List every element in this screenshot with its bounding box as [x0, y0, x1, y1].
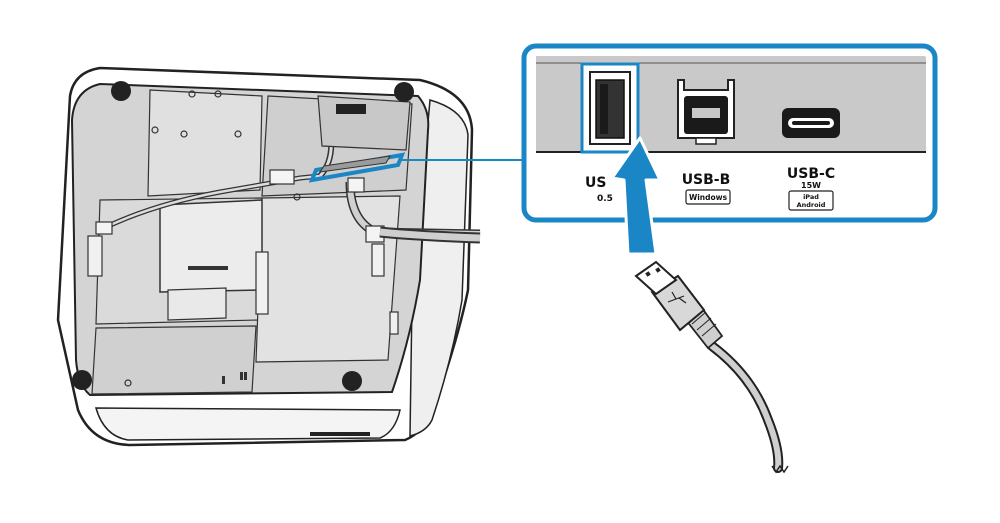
usb-c-badge	[788, 190, 834, 211]
usb-c-badge-line1: iPad	[803, 193, 819, 201]
insert-arrow-icon	[610, 136, 662, 256]
usb-a-label: US	[585, 175, 606, 191]
printer-underside-icon	[56, 66, 481, 447]
usb-b-badge-text: Windows	[689, 193, 728, 202]
usb-a-port	[580, 62, 640, 154]
usb-b-port	[677, 79, 735, 145]
usb-c-spec: 15W	[801, 181, 821, 190]
usb-c-label: USB-C	[787, 166, 835, 182]
usb-a-spec: 0.5	[597, 194, 613, 204]
usb-b-label: USB-B	[682, 172, 731, 188]
usb-b-badge	[685, 189, 731, 205]
usb-c-port	[782, 108, 840, 138]
usb-a-plug-icon	[634, 260, 789, 474]
usb-c-badge-line2: Android	[797, 201, 826, 209]
